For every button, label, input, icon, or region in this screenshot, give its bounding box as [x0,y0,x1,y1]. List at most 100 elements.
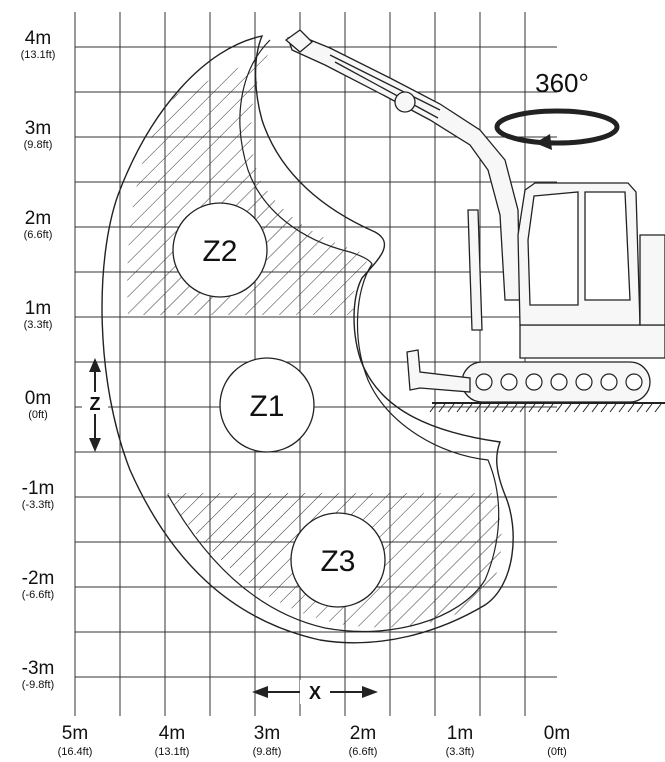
x-tick-label-ft: (3.3ft) [446,746,475,758]
zones: Z2 Z1 Z3 [172,202,386,608]
ground-hatch-mark [636,403,644,413]
outer-envelope [101,35,514,644]
x-tick-label: 5m [62,723,88,744]
x-tick-label-ft: (16.4ft) [58,746,93,758]
ground-hatch-mark [465,403,473,413]
cab-window-side [584,191,631,301]
track-roller [525,373,543,391]
ground-hatch [429,403,662,413]
x-tick-label: 0m [544,723,570,744]
x-tick-label: 1m [447,723,473,744]
x-tick-label: 4m [159,723,185,744]
y-tick-label-ft: (-3.3ft) [22,499,54,511]
ground-hatch-mark [456,403,464,413]
track-roller [575,373,593,391]
rotation-arrow-icon [494,108,620,146]
x-tick-label-ft: (6.6ft) [349,746,378,758]
x-dimension-label: X [309,683,321,703]
ground-hatch-mark [546,403,554,413]
ground-hatch-mark [537,403,545,413]
ground-hatch-mark [474,403,482,413]
bucket-link [284,29,313,53]
ground-hatch-mark [645,403,653,413]
x-tick-label: 3m [254,723,280,744]
counterweight [639,234,665,326]
ground-hatch-mark [564,403,572,413]
ground-hatch-mark [501,403,509,413]
ground-hatch-mark [429,403,437,413]
y-tick-label: 0m [25,388,51,409]
track-rollers [475,373,643,391]
x-dimension: X [252,680,378,704]
zone-z1-label: Z1 [249,390,284,423]
y-tick-label: -3m [22,658,55,679]
z-arrow-up-icon [89,358,101,372]
x-arrow-left-icon [252,686,268,698]
y-axis-labels: 4m(13.1ft)3m(9.8ft)2m(6.6ft)1m(3.3ft)0m(… [21,28,56,691]
ground-hatch-mark [447,403,455,413]
upper-structure [519,324,665,359]
track-roller [625,373,643,391]
y-tick-label-ft: (0ft) [28,409,48,421]
boom-cylinder [467,209,483,331]
boom [287,34,521,301]
cab-window-front [527,191,579,306]
zone-z3: Z3 [290,512,386,608]
x-tick-label-ft: (9.8ft) [253,746,282,758]
x-tick-label: 2m [350,723,376,744]
rotation-arrowhead-icon [535,134,552,150]
x-tick-label-ft: (0ft) [547,746,567,758]
ground-hatch-mark [591,403,599,413]
ground-hatch-mark [627,403,635,413]
x-axis-labels: 5m (16.4ft) 4m (13.1ft) 3m (9.8ft) 2m (6.6ft) 1m… [58,723,571,758]
y-tick-label: 1m [25,298,51,319]
z-arrow-down-icon [89,438,101,452]
y-tick-label: 2m [25,208,51,229]
track-roller [600,373,618,391]
ground-hatch-mark [555,403,563,413]
ground-hatch-mark [492,403,500,413]
x-arrow-right-icon [362,686,378,698]
ground-hatch-mark [654,403,662,413]
boom-joint [394,91,416,113]
ground-hatch-mark [573,403,581,413]
z-dimension-label: Z [90,394,101,414]
zone-z2: Z2 [172,202,268,298]
ground-hatch-mark [600,403,608,413]
y-tick-label-ft: (-6.6ft) [22,589,54,601]
zone-z2-circle [172,202,268,298]
track-roller [550,373,568,391]
ground-hatch-mark [582,403,590,413]
y-tick-label: 3m [25,118,51,139]
ground-hatch-mark [483,403,491,413]
dozer-blade [406,349,471,393]
rotation-label: 360° [535,68,589,98]
ground-hatch-mark [618,403,626,413]
ground-hatch-mark [528,403,536,413]
zone-z2-label: Z2 [202,235,237,268]
arm-cylinder [329,54,441,119]
track-roller [500,373,518,391]
y-tick-label-ft: (9.8ft) [24,139,53,151]
zone-z3-circle [290,512,386,608]
x-tick-label-ft: (13.1ft) [155,746,190,758]
y-tick-label-ft: (13.1ft) [21,49,56,61]
ground-hatch-mark [438,403,446,413]
zone-z3-label: Z3 [320,545,355,578]
track-roller [475,373,493,391]
y-tick-label: 4m [25,28,51,49]
y-tick-label-ft: (-9.8ft) [22,679,54,691]
ground-hatch-mark [609,403,617,413]
rotation-indicator: 360° [494,68,620,150]
y-tick-label: -1m [22,478,55,499]
z-dimension: Z [82,358,108,452]
zone-z1-circle [219,357,315,453]
y-tick-label: -2m [22,568,55,589]
excavator-illustration [284,29,665,413]
y-tick-label-ft: (6.6ft) [24,229,53,241]
y-tick-label-ft: (3.3ft) [24,319,53,331]
ground-hatch-mark [519,403,527,413]
ground-hatch-mark [510,403,518,413]
zone-z1: Z1 [219,357,315,453]
